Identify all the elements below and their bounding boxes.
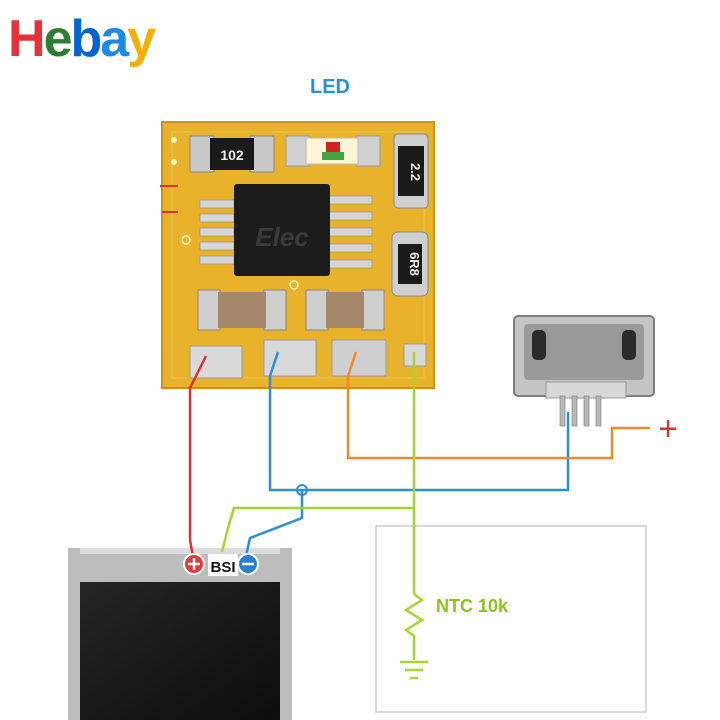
- wire-blue: [268, 351, 570, 492]
- resistor-102-mark: 102: [220, 147, 244, 163]
- resistor-102: 102: [189, 135, 275, 173]
- via: [171, 137, 177, 143]
- logo-letter: H: [8, 10, 46, 68]
- battery-minus-terminal: [237, 553, 259, 575]
- via: [181, 235, 191, 245]
- logo-letter: y: [127, 10, 156, 68]
- wire-red: [188, 355, 208, 563]
- wire-green-bsi: [220, 506, 414, 553]
- led-label: LED: [310, 76, 350, 98]
- ntc-frame: [375, 525, 647, 713]
- ntc-label: NTC 10k: [436, 596, 509, 616]
- logo-letter: b: [70, 10, 102, 68]
- capacitor-left: [197, 289, 287, 331]
- ntc-resistor-symbol: [403, 593, 425, 660]
- usb-plus-label: +: [658, 410, 678, 448]
- chip-watermark: Elec: [255, 222, 309, 252]
- logo-letter: a: [100, 10, 129, 68]
- wire-orange: [346, 351, 650, 460]
- via: [171, 159, 177, 165]
- led-component: [285, 135, 381, 167]
- resistor-6r8: 6R8: [391, 231, 429, 297]
- inductor-2r2-mark: 2.2: [408, 163, 423, 181]
- battery-plus-terminal: [183, 553, 205, 575]
- brand-logo: Hebay: [8, 2, 156, 76]
- wire-blue-branch: [244, 490, 304, 557]
- capacitor-right: [305, 289, 385, 331]
- inductor-2r2: 2.2: [393, 133, 429, 209]
- via: [289, 280, 299, 290]
- charger-pcb-module: 102 2.2: [160, 121, 435, 389]
- ic-chip: Elec: [199, 184, 373, 276]
- battery: [68, 548, 292, 720]
- bsi-label: BSI: [210, 559, 235, 576]
- ground-symbol: [400, 660, 428, 680]
- micro-usb-connector: [513, 315, 655, 427]
- resistor-6r8-mark: 6R8: [407, 252, 422, 276]
- bsi-label-bg: [208, 554, 238, 576]
- wire-junction: [296, 484, 308, 496]
- logo-letter: e: [43, 10, 73, 68]
- pad-usb-plus: [331, 339, 387, 377]
